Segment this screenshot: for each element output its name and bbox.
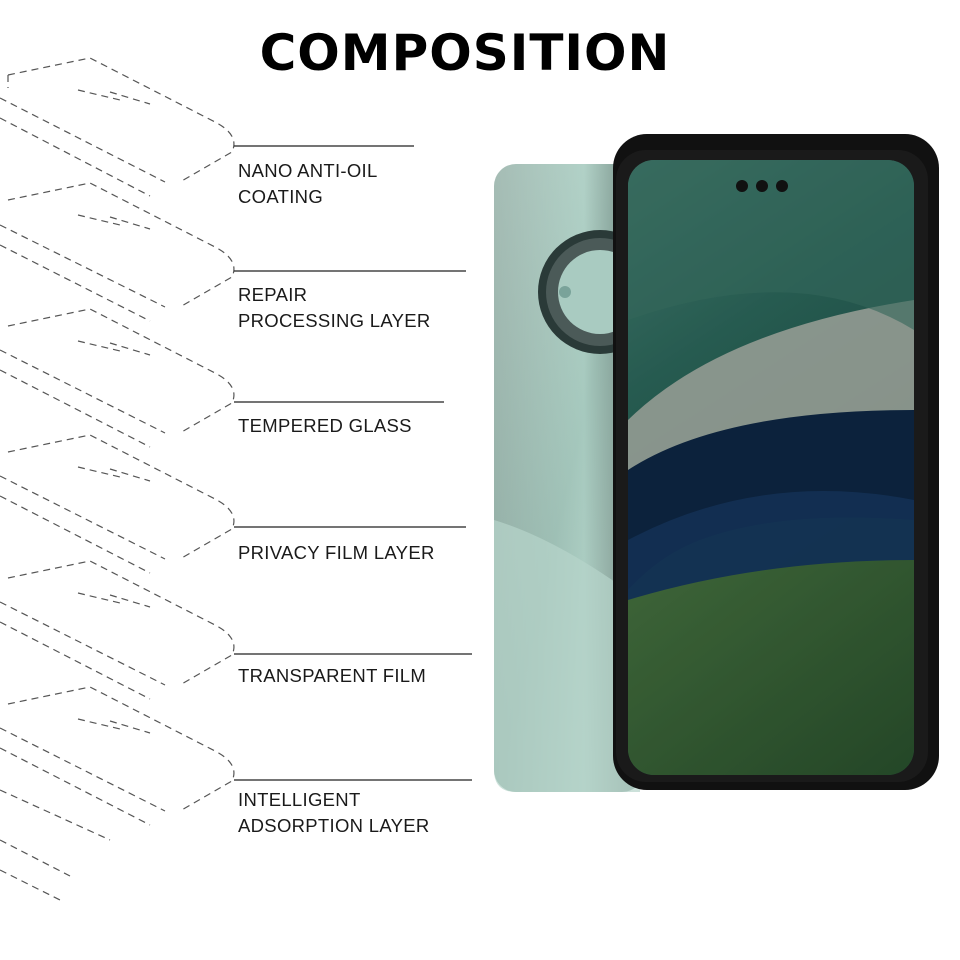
layer-outline-6	[0, 686, 235, 901]
front-camera-icon	[736, 180, 788, 192]
layer-label-intelligent-adsorption: INTELLIGENT ADSORPTION LAYER	[238, 789, 430, 836]
phone-back	[494, 164, 662, 792]
layer-label-tempered-glass: TEMPERED GLASS	[238, 415, 412, 436]
phone-screen	[628, 160, 914, 775]
page-title: COMPOSITION	[259, 24, 671, 82]
layer-outline-1	[0, 57, 235, 197]
layer-label-privacy-film: PRIVACY FILM LAYER	[238, 542, 435, 563]
phone-front	[613, 134, 939, 790]
layer-outline-5	[0, 560, 235, 700]
layer-label-transparent-film: TRANSPARENT FILM	[238, 665, 427, 686]
layer-outlines	[0, 57, 235, 901]
layer-label-repair-processing: REPAIR PROCESSING LAYER	[238, 284, 431, 331]
layer-outline-3	[0, 308, 235, 448]
leader-lines	[234, 145, 472, 781]
layer-outline-2	[0, 182, 235, 322]
layer-label-nano-anti-oil: NANO ANTI-OIL COATING	[238, 160, 378, 207]
layer-outline-4	[0, 434, 235, 574]
